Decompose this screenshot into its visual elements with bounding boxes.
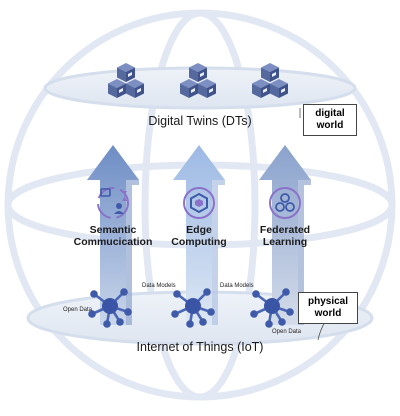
digital-world-box: digital world [303, 104, 357, 136]
physical-world-box: physical world [298, 292, 358, 324]
tech-label-edge: Edge Computing [164, 224, 234, 248]
tech-label-semantic-line1: Semantic [89, 224, 137, 236]
semantic-communication-icon [97, 187, 129, 219]
data-models-label-1: Data Models [142, 283, 176, 289]
tech-label-federated-line1: Federated [259, 224, 311, 236]
tech-label-federated: Federated Learning [250, 224, 320, 248]
data-models-label-2: Data Models [220, 283, 254, 289]
physical-world-line1: physical [307, 296, 349, 307]
open-data-label-1: Open Data [63, 307, 93, 313]
physical-world-line2: world [314, 308, 342, 319]
iot-title: Internet of Things (IoT) [136, 340, 264, 354]
open-data-label-2: Open Data [272, 329, 302, 335]
tech-label-edge-line2: Computing [171, 236, 227, 248]
tech-label-edge-line1: Edge [186, 224, 212, 236]
tech-label-federated-line2: Learning [262, 236, 308, 248]
digital-twins-title: Digital Twins (DTs) [148, 114, 252, 128]
edge-computing-icon [183, 187, 215, 219]
digital-world-line2: world [316, 120, 344, 131]
arrow-semantic [87, 145, 139, 325]
arrow-federated [259, 145, 311, 325]
tech-label-semantic: Semantic Commucication [68, 224, 158, 248]
digital-world-line1: digital [315, 108, 345, 119]
arrow-edge [173, 145, 225, 325]
tech-label-semantic-line2: Commucication [73, 236, 153, 248]
federated-learning-icon [269, 187, 301, 219]
